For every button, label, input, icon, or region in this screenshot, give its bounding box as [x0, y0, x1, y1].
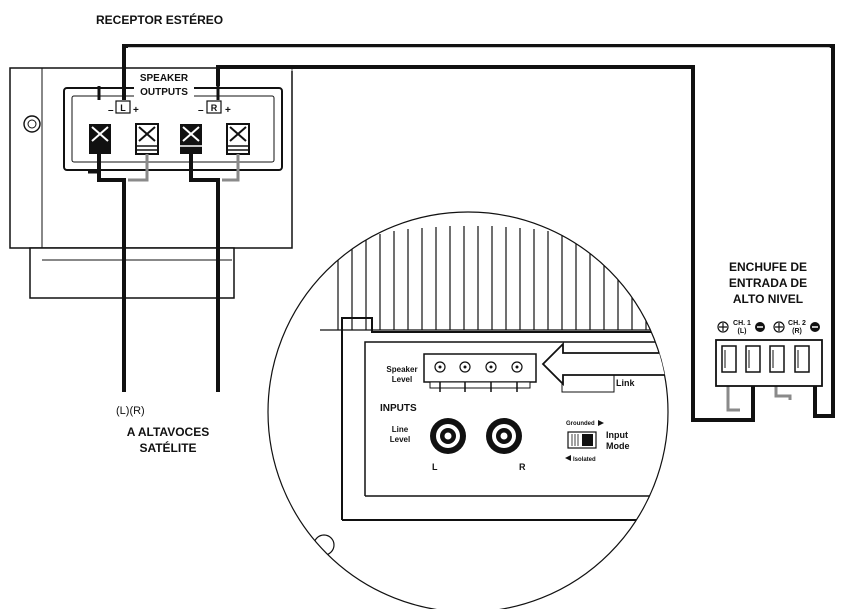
ch2-line2: (R)	[792, 328, 802, 335]
wire-satellite-left-black	[97, 154, 126, 392]
terminal-left-pos	[135, 123, 159, 155]
satellite-line1: A ALTAVOCES	[127, 425, 209, 439]
zoom-circle-border	[267, 211, 669, 609]
isolated-label: Isolated	[573, 457, 596, 463]
grounded-arrow-icon	[598, 420, 604, 426]
link-switch	[561, 373, 615, 393]
wire-satellite-right-black	[189, 154, 220, 392]
arrow-left-icon	[541, 341, 668, 387]
wire-satellite-right-gray	[222, 154, 240, 182]
ch2-plus-icon	[773, 321, 785, 333]
rca-jack-left	[430, 418, 466, 454]
panel-outer-frame	[341, 317, 668, 520]
ch1-line2: (L)	[738, 328, 747, 335]
plug-line2: ENTRADA DE	[729, 276, 807, 290]
terminal-right-pos	[226, 123, 250, 155]
ch1-minus-icon	[755, 322, 765, 332]
speaker-level-terminal	[423, 353, 537, 392]
ground-screw-icon	[23, 115, 41, 133]
plug-line3: ALTO NIVEL	[733, 292, 803, 306]
jack-right-label: R	[519, 462, 526, 472]
input-mode-switch	[567, 431, 597, 449]
ch1-line1: CH. 1	[733, 320, 751, 327]
out-left-plus: +	[133, 105, 139, 116]
ch2-line1: CH. 2	[788, 320, 806, 327]
grounded-label: Grounded	[566, 421, 595, 427]
panel-inner-frame	[364, 341, 668, 496]
wire-inner-black	[216, 65, 755, 422]
wire-satellite-left-gray	[128, 154, 149, 182]
wire-outer-black	[122, 44, 835, 418]
wiring	[88, 44, 835, 422]
isolated-arrow-icon	[565, 455, 571, 461]
jack-left-label: L	[432, 462, 438, 472]
rca-jack-right	[486, 418, 522, 454]
inputs-label: INPUTS	[380, 403, 417, 414]
speaker-outputs-label-bg	[134, 70, 194, 98]
heatsink-fins	[337, 226, 647, 330]
terminal-left-neg	[89, 124, 111, 154]
out-left-box	[115, 100, 131, 114]
plug-line1: ENCHUFE DE	[729, 260, 807, 274]
speaker-outputs-line1: SPEAKER	[140, 73, 189, 84]
out-right-label: R	[211, 103, 218, 113]
receiver-lower-chassis	[29, 247, 235, 299]
high-level-input-plug: ENCHUFE DE ENTRADA DE ALTO NIVEL CH. 1 (…	[715, 260, 823, 387]
ch2-minus-icon	[810, 322, 820, 332]
wire-outer-black-highlight	[128, 47, 830, 411]
out-right-minus: –	[198, 105, 204, 116]
out-left-minus: –	[108, 105, 114, 116]
stereo-receiver: – L + – R +	[9, 67, 293, 299]
input-mode-line2: Mode	[606, 441, 630, 451]
lr-marker: (L)(R)	[116, 405, 145, 417]
speaker-level-line2: Level	[392, 375, 412, 384]
line-level-line1: Line	[392, 425, 409, 434]
ch1-plus-icon	[717, 321, 729, 333]
out-left-label: L	[120, 103, 126, 113]
zoom-circle: Speaker Level Link INPUTS Line	[267, 211, 669, 609]
speaker-outputs-line2: OUTPUTS	[140, 87, 188, 98]
speaker-level-line1: Speaker	[386, 365, 417, 374]
line-level-line2: Level	[390, 435, 410, 444]
input-mode-line1: Input	[606, 430, 628, 440]
out-right-plus: +	[225, 105, 231, 116]
terminal-right-neg	[180, 124, 202, 154]
plug-slots	[721, 345, 810, 373]
receiver-title: RECEPTOR ESTÉREO	[96, 12, 223, 27]
link-label: Link	[616, 378, 635, 388]
satellite-line2: SATÉLITE	[139, 440, 196, 455]
out-right-box	[206, 100, 222, 114]
